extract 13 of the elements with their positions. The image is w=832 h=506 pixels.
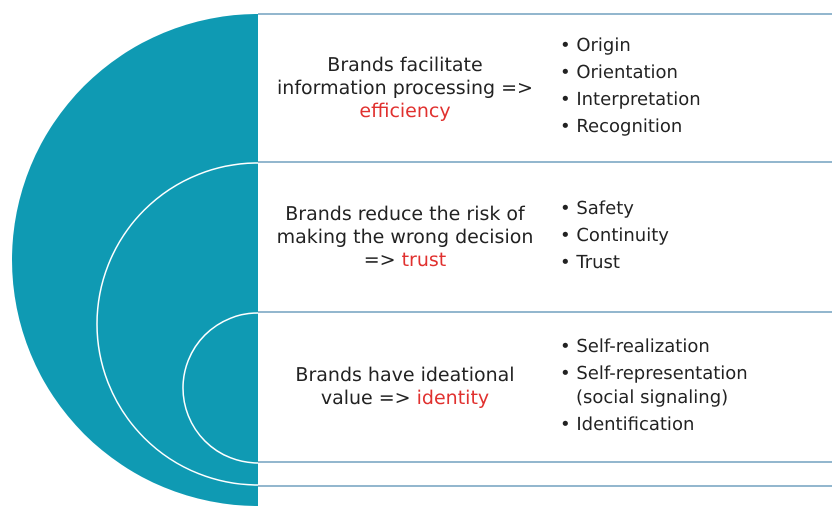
bullet-item: • Recognition [560,115,684,139]
bullet-item: • Identification [560,413,696,437]
statement-text: Brands facilitate information processing => efficiency [276,54,534,123]
bullet-item: • Self-realization [560,335,711,359]
bullet-item: • Interpretation [560,88,702,112]
statement-text: Brands reduce the risk of making the wrong decision => trust [276,203,534,272]
bullet-item: • Origin [560,34,632,58]
bullet-item: • Self-representation (social signaling) [560,362,749,410]
bullet-item: • Orientation [560,61,679,85]
bullet-item: • Safety [560,197,635,221]
bullet-item: • Trust [560,251,621,275]
statement-text: Brands have ideational value => identity [294,364,516,410]
bullet-item: • Continuity [560,224,670,248]
